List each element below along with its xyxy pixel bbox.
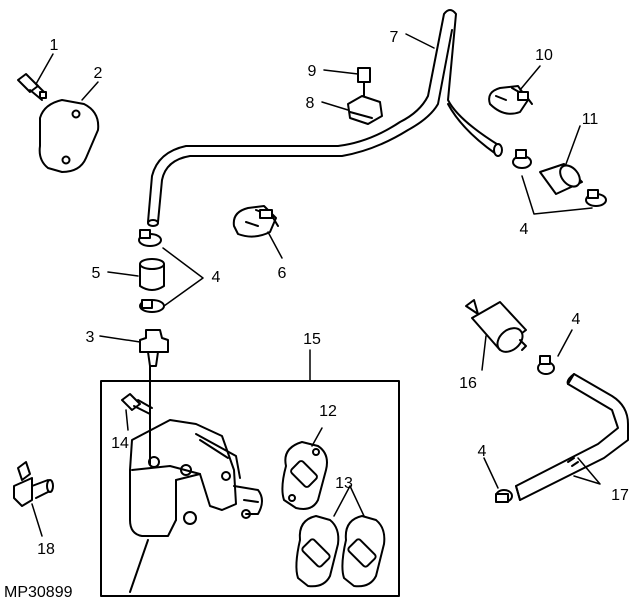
callout-4-hose: 4 xyxy=(478,443,487,460)
callout-9: 9 xyxy=(308,63,317,80)
callout-16: 16 xyxy=(459,375,477,392)
part-15-box xyxy=(100,380,400,597)
leader-lines xyxy=(31,33,601,537)
fuel-pump-assembly xyxy=(129,365,263,593)
part-4-clamp-filter xyxy=(537,355,555,375)
callout-18: 18 xyxy=(37,541,55,558)
callout-5: 5 xyxy=(92,265,101,282)
part-3-fitting xyxy=(139,329,169,367)
part-4-clamps-upper-right xyxy=(512,149,607,207)
figure-id: MP30899 xyxy=(4,584,73,601)
part-8-clamp xyxy=(347,95,383,125)
callout-3: 3 xyxy=(86,329,95,346)
callout-1: 1 xyxy=(50,37,59,54)
part-7-fuel-line xyxy=(147,9,503,227)
callout-2: 2 xyxy=(94,65,103,82)
callout-17: 17 xyxy=(611,487,629,504)
callout-4-filter: 4 xyxy=(572,311,581,328)
part-4-clamp-hose xyxy=(495,489,513,503)
callout-8: 8 xyxy=(306,95,315,112)
callout-12: 12 xyxy=(319,403,337,420)
part-17-hose xyxy=(515,373,629,501)
callout-15: 15 xyxy=(303,331,321,348)
callout-6: 6 xyxy=(278,265,287,282)
part-5-hose xyxy=(139,258,165,291)
part-13-gaskets xyxy=(295,515,386,588)
callout-13: 13 xyxy=(335,475,353,492)
callout-11: 11 xyxy=(582,111,599,128)
callout-14: 14 xyxy=(111,435,129,452)
part-14-fitting xyxy=(121,393,153,415)
part-16-fuel-filter xyxy=(465,299,527,353)
part-18-elbow xyxy=(13,461,54,507)
part-10-clamp xyxy=(488,85,533,115)
callout-4-upper-right: 4 xyxy=(520,221,529,238)
part-6-clamp xyxy=(232,205,279,238)
callout-7: 7 xyxy=(390,29,399,46)
callout-4-left: 4 xyxy=(212,269,221,286)
callout-labels: 1 2 3 4 4 4 4 5 6 7 8 9 10 11 12 13 14 1… xyxy=(4,29,629,601)
part-11-hose xyxy=(539,163,583,195)
part-2-cover-plate xyxy=(38,99,100,173)
part-12-gasket xyxy=(281,441,328,510)
part-9-bolt xyxy=(357,67,371,99)
part-1-fitting xyxy=(17,73,47,101)
callout-10: 10 xyxy=(535,47,553,64)
